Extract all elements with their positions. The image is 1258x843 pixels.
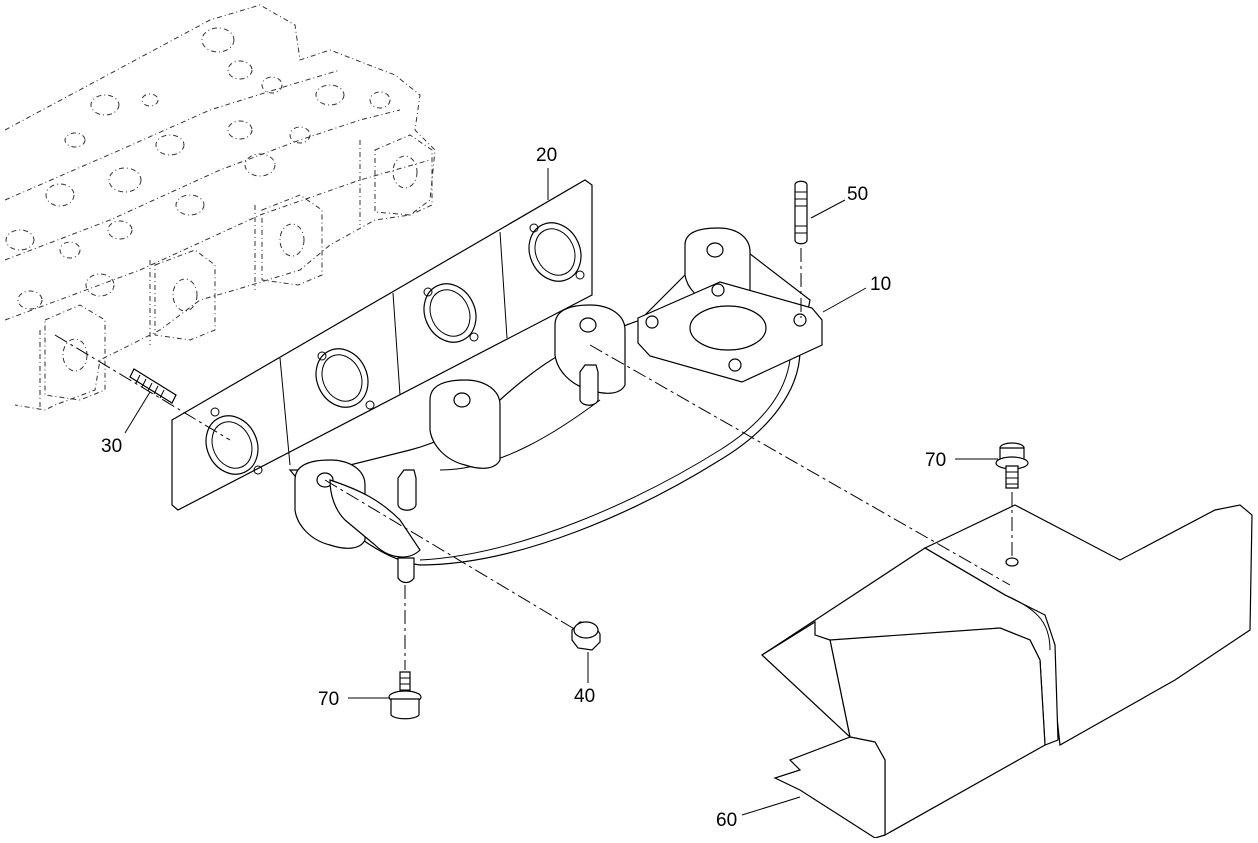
nut-40: [571, 621, 601, 651]
gasket: [171, 179, 593, 511]
callout-70-upper[interactable]: 70: [925, 450, 946, 471]
heat-shield: [761, 504, 1253, 839]
callout-30[interactable]: 30: [101, 436, 122, 457]
exhaust-manifold: [288, 227, 823, 584]
leader-lines: [124, 168, 998, 816]
bolt-70-lower: [388, 671, 422, 720]
stud-30: [129, 368, 177, 404]
callout-50[interactable]: 50: [847, 184, 868, 205]
callout-10[interactable]: 10: [870, 274, 891, 295]
assembly-centerlines: [54, 248, 1013, 670]
cylinder-head-phantom: [4, 4, 436, 411]
callout-60[interactable]: 60: [716, 810, 737, 831]
bolt-70-upper: [995, 442, 1029, 489]
stud-50: [794, 180, 808, 245]
callout-40[interactable]: 40: [574, 686, 595, 707]
callout-70-lower[interactable]: 70: [318, 689, 339, 710]
callout-labels: 20 50 10 30 40 70 70 60: [101, 145, 946, 831]
callout-20[interactable]: 20: [536, 145, 557, 166]
